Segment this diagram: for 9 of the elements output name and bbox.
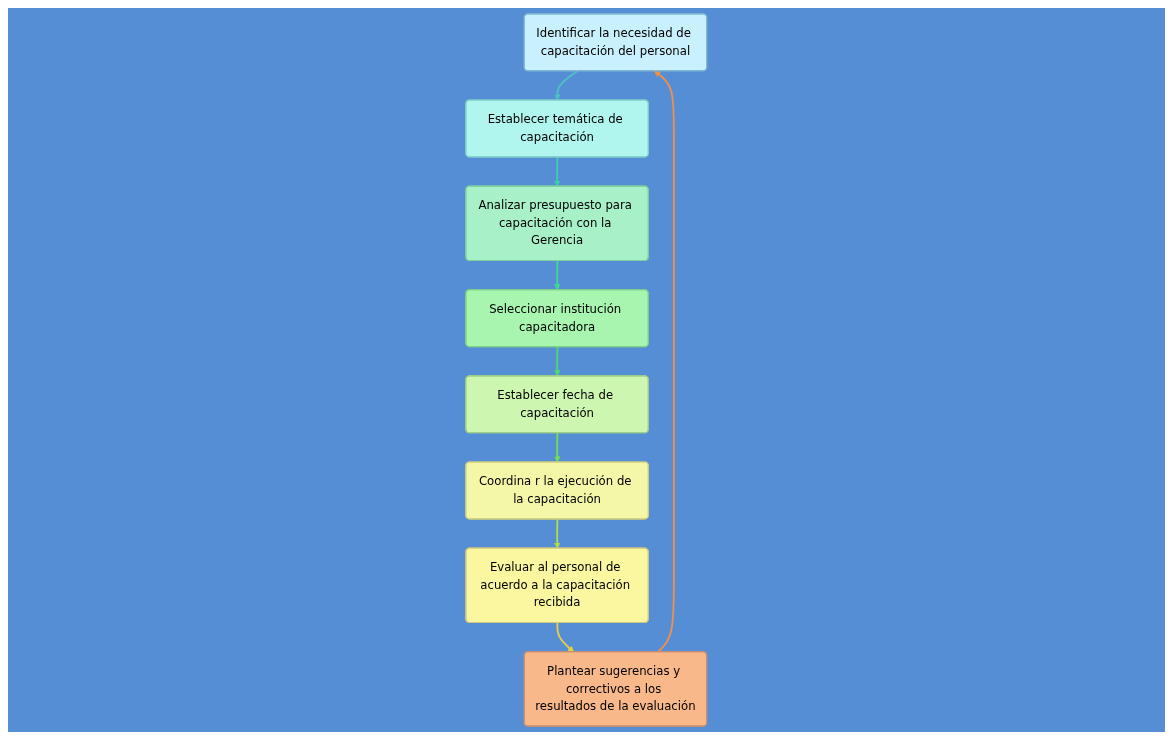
arrow <box>554 259 561 291</box>
arrow <box>554 70 579 101</box>
diagram-background: Identificar la necesidad de capacitación del personal Establecer temática de capacitación Analizar presupuesto para capacitación con la Gerencia Seleccionar institución capacitadora Establecer fecha de capacitación Coordina r la ejecución de la capacitación Evaluar al personal de acuerdo a la capacitación recibida Plantear sugerencias y correctivos a los resultados de la evaluación <box>8 8 1165 732</box>
arrow <box>654 70 675 653</box>
arrow <box>556 621 575 653</box>
arrow <box>554 432 561 463</box>
arrow <box>554 346 561 377</box>
arrow <box>554 156 561 187</box>
arrow <box>554 518 561 549</box>
